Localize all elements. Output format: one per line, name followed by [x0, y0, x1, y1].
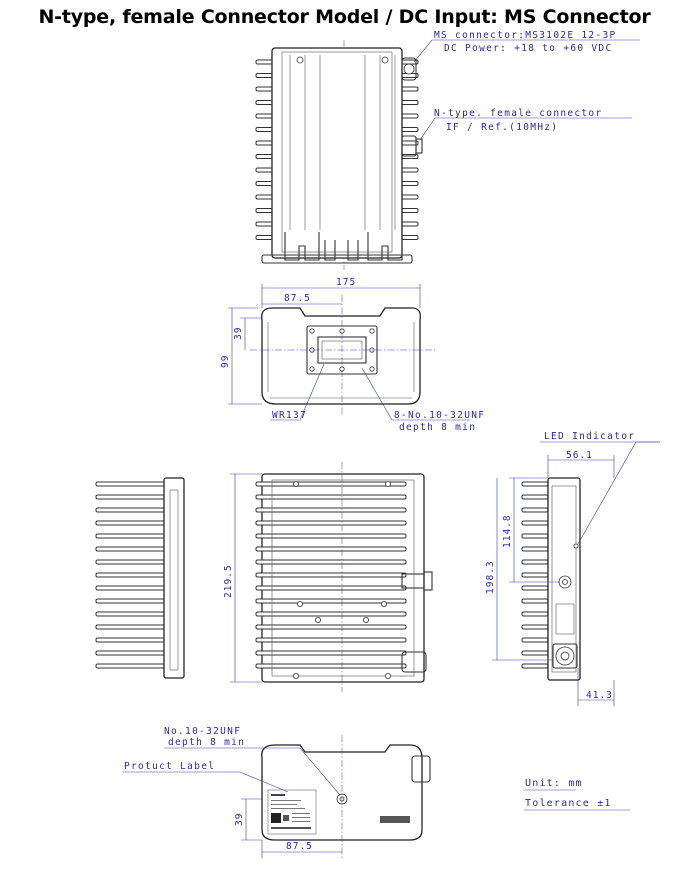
mount-hole [380, 601, 387, 608]
tolerance-note: Tolerance ±1 [525, 798, 612, 809]
heatsink-fin [521, 494, 549, 500]
dim-114-8: 114.8 [502, 514, 513, 548]
mount-hole [314, 617, 321, 624]
mount-hole [362, 617, 369, 624]
bottom-view: No.10-32UNF depth 8 min Protuct Label 39… [122, 726, 431, 858]
mount-hole [292, 480, 299, 487]
flange-screw-hole [369, 328, 375, 334]
bottom-screw-label-2: depth 8 min [168, 737, 245, 748]
heatsink-fin [521, 598, 549, 604]
ms-connector-end [552, 643, 578, 669]
n-type-label: N-type. female connector [434, 108, 602, 119]
product-label-callout: Protuct Label [124, 761, 215, 772]
heatsink-fin [521, 533, 549, 539]
dim-87-5-bottom: 87.5 [286, 841, 313, 852]
heatsink-fin [521, 572, 549, 578]
heatsink-fin [255, 585, 407, 591]
heatsink-fin [255, 546, 407, 552]
heatsink-fin [255, 611, 407, 617]
dim-99: 99 [220, 355, 231, 368]
front-view: 175 87.5 39 99 WR137 8-No.10-32UNF depth… [220, 277, 485, 433]
led-label: LED Indicator [544, 431, 635, 442]
heatsink-fin [255, 533, 407, 539]
top-view: MS connector:MS3102E 12-3P DC Power: +18… [255, 30, 640, 270]
mount-hole [292, 673, 299, 680]
barcode [380, 816, 410, 823]
flange-screw-hole [369, 366, 375, 372]
heatsink-fin [255, 624, 407, 630]
mount-hole [296, 601, 303, 608]
dim-87-5-top: 87.5 [284, 293, 311, 304]
heatsink-fin [521, 637, 549, 643]
dim-39-top: 39 [233, 327, 244, 340]
right-end-view: 56.1 LED Indicator 114.8 198.3 41.3 [485, 431, 660, 706]
heatsink-fin [521, 507, 549, 513]
heatsink-fin [255, 637, 407, 643]
heatsink-fin [255, 572, 407, 578]
mount-hole [381, 56, 389, 64]
unit-note: Unit: mm [525, 778, 583, 789]
heatsink-fin [255, 520, 407, 526]
ms-connector-side [401, 651, 427, 673]
heatsink-fin [521, 585, 549, 591]
heatsink-fin [255, 663, 407, 669]
flange-screw-hole [309, 366, 315, 372]
mount-hole [296, 56, 304, 64]
heatsink-fin [255, 559, 407, 565]
top-view-inner-ribs [289, 55, 396, 230]
main-side-view: 219.5 [223, 462, 433, 692]
heatsink-fin [521, 663, 549, 669]
heatsink-fin [255, 494, 407, 500]
screws-label-1: 8-No.10-32UNF [394, 410, 485, 421]
wr137-label: WR137 [272, 410, 307, 421]
dim-56-1: 56.1 [566, 450, 593, 461]
mount-hole [384, 480, 391, 487]
ms-connector-label: MS connector:MS3102E 12-3P [434, 30, 617, 41]
dim-175: 175 [336, 277, 356, 288]
left-side-view [95, 477, 185, 679]
heatsink-fin [521, 520, 549, 526]
heatsink-fin [255, 481, 407, 487]
dc-power-label: DC Power: +18 to +60 VDC [444, 43, 612, 54]
ms-connector-top [401, 57, 417, 81]
product-label-sticker [267, 789, 317, 835]
page-title: N-type, female Connector Model / DC Inpu… [38, 6, 651, 28]
mount-hole [384, 673, 391, 680]
heatsink-fin [521, 611, 549, 617]
heatsink-fin [255, 507, 407, 513]
n-type-connector-side [423, 571, 433, 591]
heatsink-fin [521, 481, 549, 487]
led-indicator [573, 543, 579, 549]
flange-screw-hole [309, 328, 315, 334]
heatsink-fin [521, 624, 549, 630]
heatsink-fin [521, 650, 549, 656]
if-ref-label: IF / Ref.(10MHz) [446, 122, 558, 133]
dim-198-3: 198.3 [485, 560, 496, 594]
heatsink-fin [255, 598, 407, 604]
n-type-connector-top [401, 135, 417, 157]
dim-41-3: 41.3 [586, 690, 613, 701]
bottom-screw-label-1: No.10-32UNF [164, 726, 241, 737]
dim-219-5: 219.5 [223, 564, 234, 598]
heatsink-fin [255, 650, 407, 656]
heatsink-fin [521, 546, 549, 552]
heatsink-fin [521, 559, 549, 565]
dim-39-bottom: 39 [234, 813, 245, 826]
screws-label-2: depth 8 min [399, 422, 476, 433]
